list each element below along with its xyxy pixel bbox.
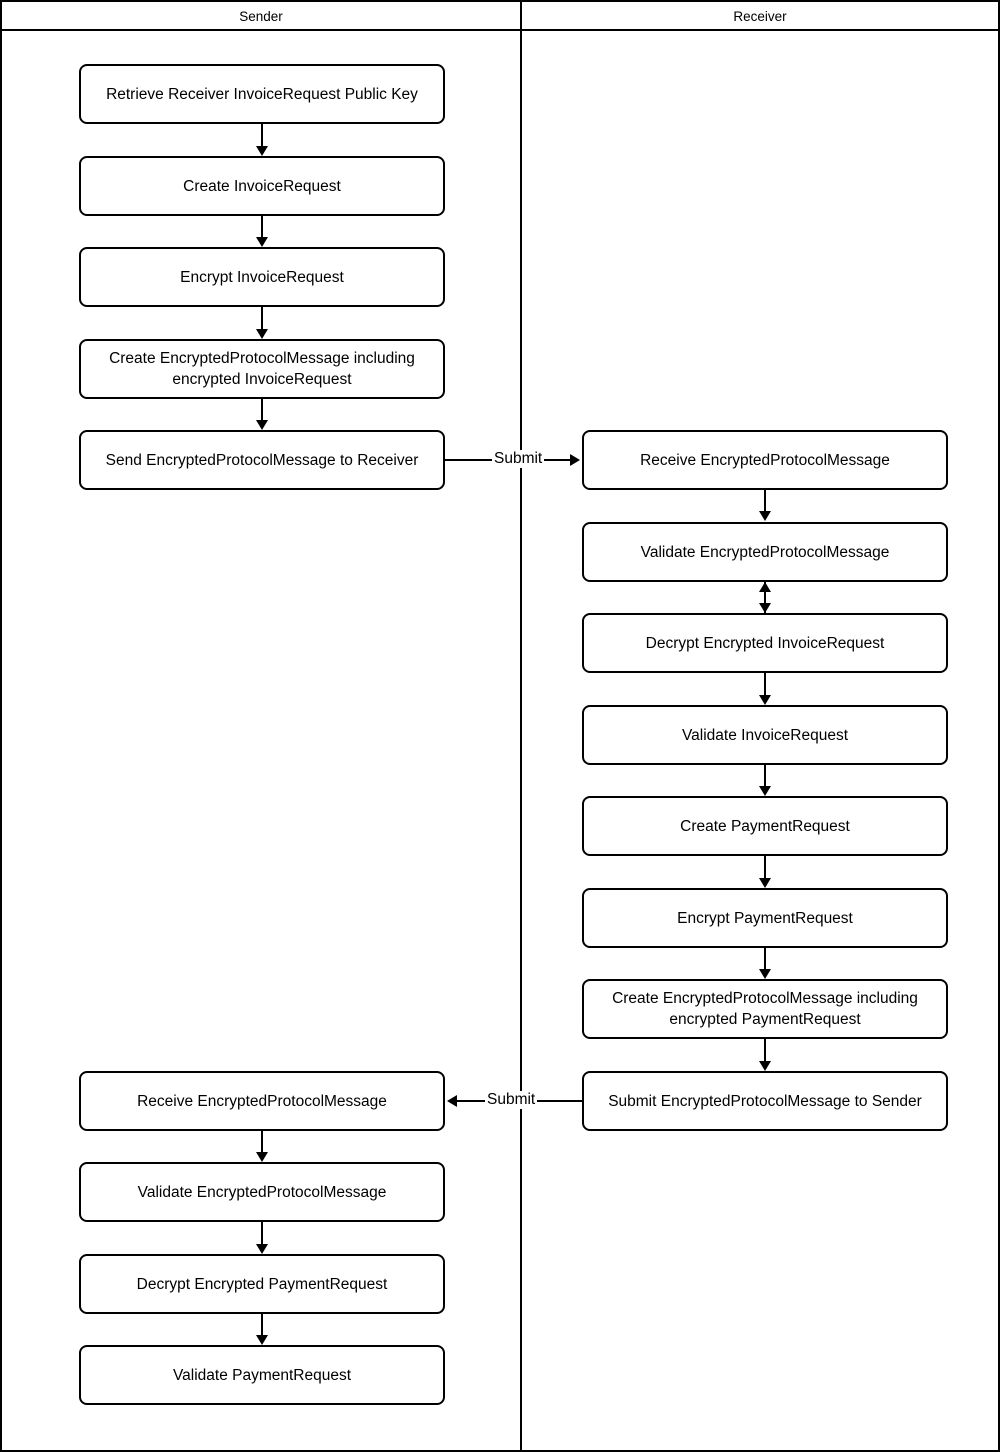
node-decrypt-encrypted-paymentrequest[interactable]: Decrypt Encrypted PaymentRequest (79, 1254, 445, 1314)
edge-label-submit-to-sender: Submit (485, 1091, 538, 1109)
node-validate-invoicerequest[interactable]: Validate InvoiceRequest (582, 705, 948, 765)
node-label: Decrypt Encrypted InvoiceRequest (645, 634, 885, 652)
node-label: Create EncryptedProtocolMessage includin… (109, 350, 415, 388)
node-create-encryptedprotocolmessage-invoicerequest[interactable]: Create EncryptedProtocolMessage includin… (79, 339, 445, 399)
arrowhead-r7-r8 (759, 1061, 771, 1071)
node-create-invoicerequest[interactable]: Create InvoiceRequest (79, 156, 445, 216)
lane-header-row: Sender Receiver (2, 2, 998, 31)
node-receiver-receive-encryptedprotocolmessage[interactable]: Receive EncryptedProtocolMessage (582, 430, 948, 490)
node-label: Create InvoiceRequest (183, 177, 341, 195)
connector-s8-s9 (261, 1314, 263, 1337)
arrowhead-s2-s3 (256, 237, 268, 247)
arrowhead-s6-s7 (256, 1152, 268, 1162)
node-submit-encryptedprotocolmessage-to-sender[interactable]: Submit EncryptedProtocolMessage to Sende… (582, 1071, 948, 1131)
node-label: Create PaymentRequest (680, 817, 850, 835)
connector-r1-r2 (764, 490, 766, 513)
node-label: Decrypt Encrypted PaymentRequest (136, 1275, 388, 1293)
arrowhead-s1-s2 (256, 146, 268, 156)
node-encrypt-paymentrequest[interactable]: Encrypt PaymentRequest (582, 888, 948, 948)
arrowhead-s7-s8 (256, 1244, 268, 1254)
connector-s6-s7 (261, 1131, 263, 1154)
node-label: Receive EncryptedProtocolMessage (640, 451, 890, 469)
arrowhead-receiver-to-sender (447, 1095, 457, 1107)
lane-divider (520, 2, 522, 1450)
node-retrieve-receiver-invoicerequest-public-key[interactable]: Retrieve Receiver InvoiceRequest Public … (79, 64, 445, 124)
node-label: Validate EncryptedProtocolMessage (137, 1183, 387, 1201)
arrowhead-r1-r2 (759, 511, 771, 521)
connector-r3-r4 (764, 673, 766, 697)
node-decrypt-encrypted-invoicerequest[interactable]: Decrypt Encrypted InvoiceRequest (582, 613, 948, 673)
arrowhead-r6-r7 (759, 969, 771, 979)
arrowhead-s4-s5 (256, 420, 268, 430)
edge-label-submit-to-receiver: Submit (492, 450, 545, 468)
node-label: Validate InvoiceRequest (681, 726, 848, 744)
node-label: Retrieve Receiver InvoiceRequest Public … (106, 85, 418, 103)
arrowhead-sender-to-receiver (570, 454, 580, 466)
arrowhead-r3-r2-up (759, 582, 771, 592)
connector-r5-r6 (764, 856, 766, 880)
node-label: Validate PaymentRequest (172, 1366, 352, 1384)
node-label: Send EncryptedProtocolMessage to Receive… (105, 451, 419, 469)
node-sender-receive-encryptedprotocolmessage[interactable]: Receive EncryptedProtocolMessage (79, 1071, 445, 1131)
node-label: Encrypt InvoiceRequest (180, 268, 344, 286)
arrowhead-r5-r6 (759, 878, 771, 888)
node-create-encryptedprotocolmessage-paymentrequest[interactable]: Create EncryptedProtocolMessage includin… (582, 979, 948, 1039)
node-label: Encrypt PaymentRequest (677, 909, 853, 927)
arrowhead-r4-r5 (759, 786, 771, 796)
connector-r2-r3 (764, 582, 766, 613)
arrowhead-s3-s4 (256, 329, 268, 339)
lane-header-receiver: Receiver (733, 9, 787, 24)
node-receiver-validate-encryptedprotocolmessage[interactable]: Validate EncryptedProtocolMessage (582, 522, 948, 582)
connector-r4-r5 (764, 765, 766, 788)
connector-r7-r8 (764, 1039, 766, 1063)
node-label: Validate EncryptedProtocolMessage (640, 543, 890, 561)
connector-r6-r7 (764, 948, 766, 971)
connector-s2-s3 (261, 216, 263, 239)
lane-header-sender: Sender (239, 9, 283, 24)
node-label: Submit EncryptedProtocolMessage to Sende… (608, 1092, 922, 1110)
node-send-encryptedprotocolmessage-to-receiver[interactable]: Send EncryptedProtocolMessage to Receive… (79, 430, 445, 490)
arrowhead-r3-r4 (759, 695, 771, 705)
node-validate-paymentrequest[interactable]: Validate PaymentRequest (79, 1345, 445, 1405)
connector-s7-s8 (261, 1222, 263, 1246)
node-label: Receive EncryptedProtocolMessage (137, 1092, 387, 1110)
connector-s4-s5 (261, 399, 263, 422)
connector-s1-s2 (261, 124, 263, 148)
arrowhead-r2-r3-down (759, 603, 771, 613)
node-label: Create EncryptedProtocolMessage includin… (612, 990, 918, 1028)
node-encrypt-invoicerequest[interactable]: Encrypt InvoiceRequest (79, 247, 445, 307)
arrowhead-s8-s9 (256, 1335, 268, 1345)
connector-s3-s4 (261, 307, 263, 331)
node-create-paymentrequest[interactable]: Create PaymentRequest (582, 796, 948, 856)
node-sender-validate-encryptedprotocolmessage[interactable]: Validate EncryptedProtocolMessage (79, 1162, 445, 1222)
